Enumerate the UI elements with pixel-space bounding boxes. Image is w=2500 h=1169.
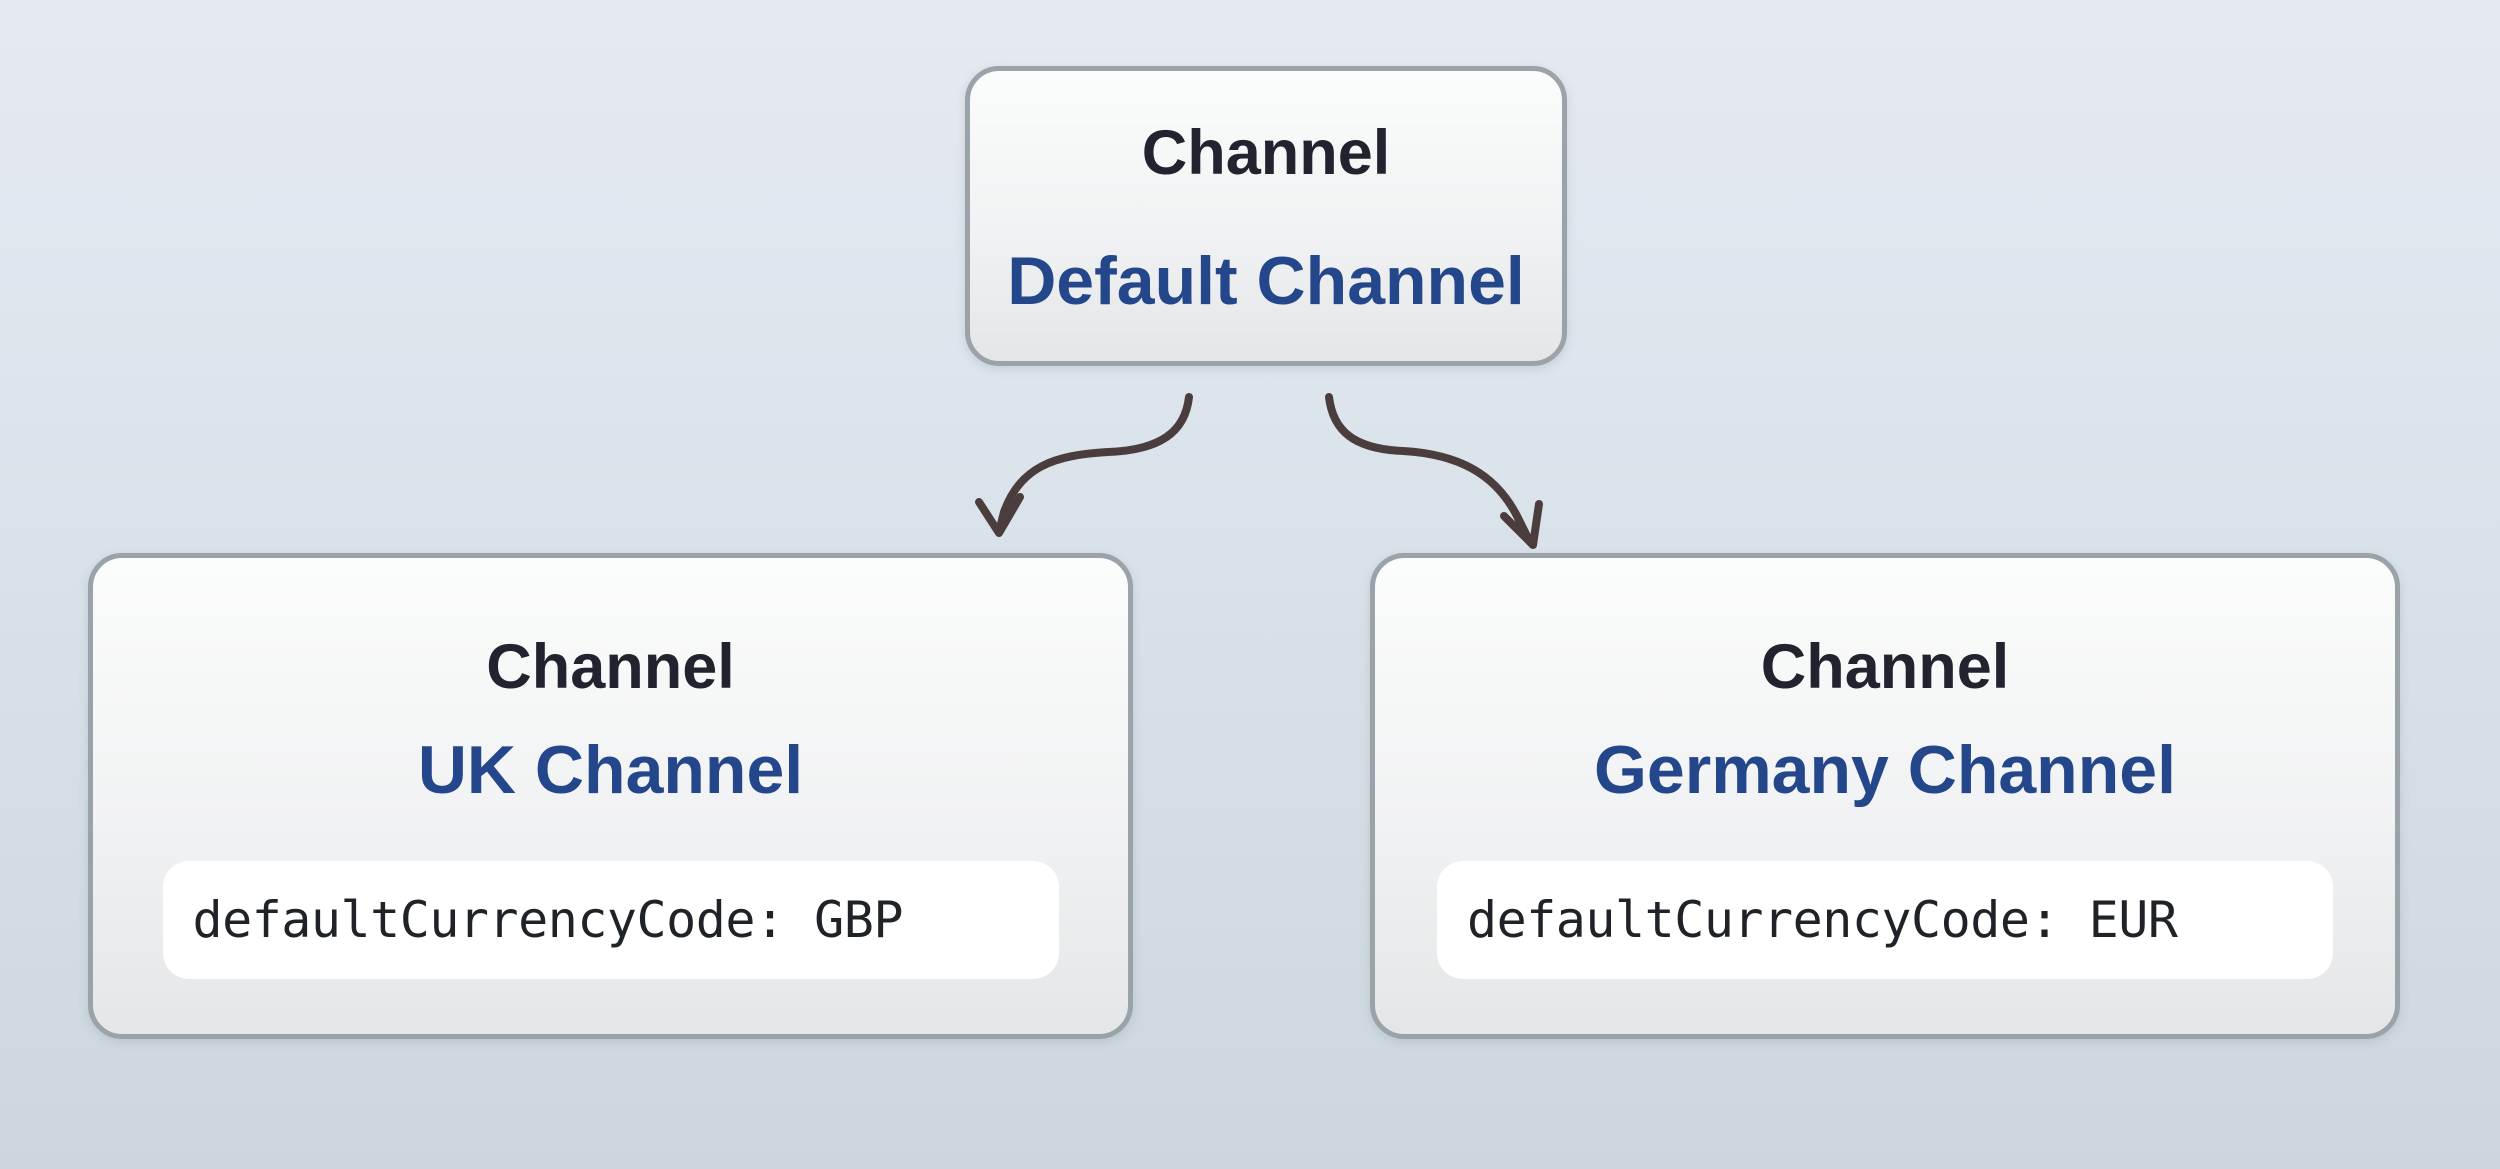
node-entity-label: Channel — [1141, 118, 1391, 188]
edge-default-to-germany-arrowhead-icon — [1500, 500, 1543, 549]
node-entity-label: Channel — [1760, 632, 2010, 702]
node-name-label: Default Channel — [1007, 243, 1525, 319]
node-name-label: Germany Channel — [1594, 732, 2176, 808]
node-default-channel: Channel Default Channel — [965, 66, 1567, 366]
node-germany-channel: Channel Germany Channel defaultCurrencyC… — [1370, 553, 2400, 1039]
edge-default-to-germany-arrow — [1325, 393, 1533, 544]
node-uk-channel: Channel UK Channel defaultCurrencyCode: … — [88, 553, 1133, 1039]
node-name-label: UK Channel — [417, 732, 804, 808]
node-attribute-code: defaultCurrencyCode: GBP — [192, 891, 904, 949]
edge-default-to-uk-arrow — [996, 393, 1193, 532]
edge-default-to-uk-arrowhead-icon — [975, 493, 1024, 537]
node-attribute-pill: defaultCurrencyCode: EUR — [1437, 861, 2333, 979]
node-entity-label: Channel — [486, 632, 735, 702]
node-attribute-code: defaultCurrencyCode: EUR — [1467, 891, 2178, 949]
node-attribute-pill: defaultCurrencyCode: GBP — [162, 861, 1059, 979]
